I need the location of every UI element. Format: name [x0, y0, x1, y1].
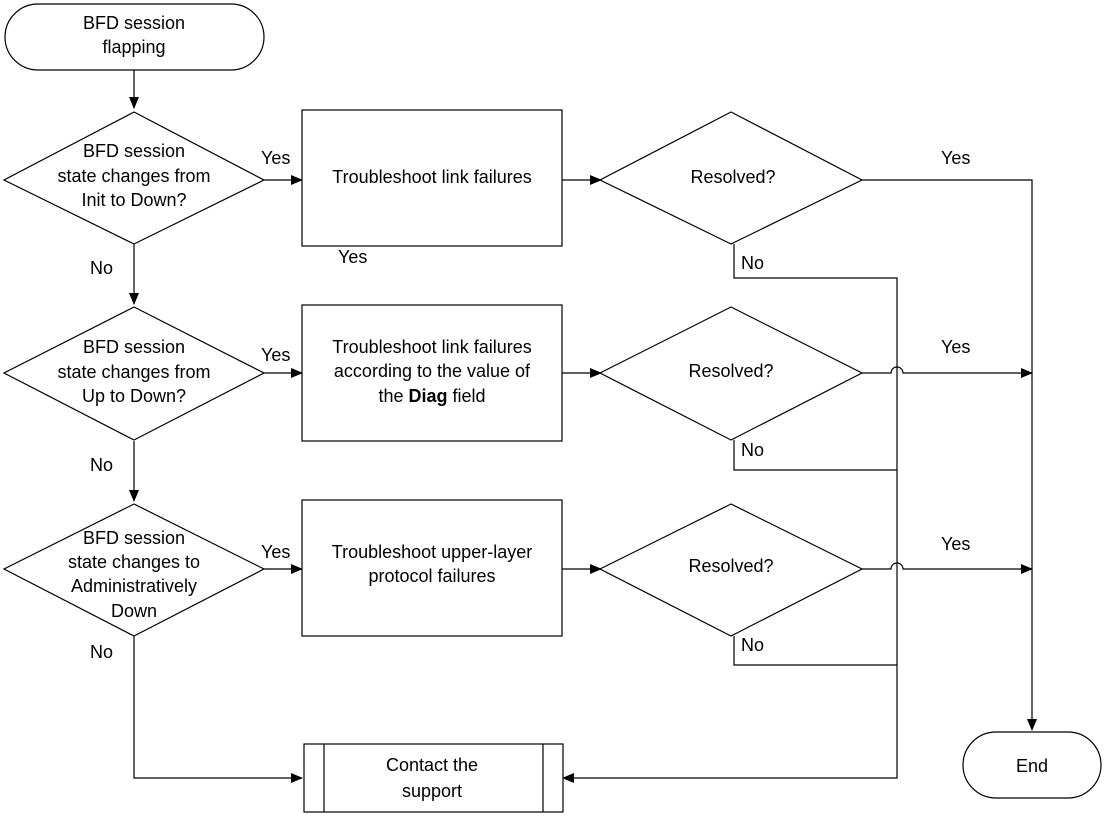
decision-resolved-3: Resolved?	[598, 503, 864, 637]
end-terminator: End	[962, 731, 1102, 799]
decision-label-line1: BFD session	[83, 528, 185, 548]
decision-label-line3: Administratively	[71, 576, 197, 596]
start-label-line2: flapping	[102, 37, 165, 57]
decision-label: Resolved?	[688, 361, 773, 381]
connector-r1-no	[562, 244, 898, 783]
process-link-failures: Troubleshoot link failures	[301, 109, 563, 247]
start-label-line1: BFD session	[83, 13, 185, 33]
process-diag-field: Troubleshoot link failures according to …	[301, 304, 563, 442]
decision-label-line3: Up to Down?	[82, 386, 186, 406]
decision-up-to-down: BFD session state changes from Up to Dow…	[2, 306, 266, 441]
decision-resolved-2: Resolved?	[598, 306, 864, 441]
process-label-line3-pre: the	[378, 386, 408, 406]
process-shape	[301, 109, 563, 247]
edge-label-yes: Yes	[261, 542, 290, 562]
edge-label-yes: Yes	[261, 148, 290, 168]
decision-label: Resolved?	[690, 167, 775, 187]
connector-r2-no	[733, 440, 897, 471]
edge-labels: Yes Yes No Yes No Yes No Yes No Yes No Y…	[90, 148, 970, 662]
end-shape	[962, 731, 1102, 799]
process-label-line2: according to the value of	[334, 361, 531, 381]
process-label-line3-post: field	[448, 386, 486, 406]
connector-d3-to-contact	[133, 636, 303, 783]
edge-label-yes: Yes	[941, 148, 970, 168]
decision-label-line2: state changes from	[57, 166, 210, 186]
process-shape	[303, 743, 564, 813]
process-shape	[301, 499, 563, 637]
connector-r3-no	[733, 636, 897, 666]
contact-label-line1: Contact the	[386, 755, 478, 775]
contact-label-line2: support	[402, 781, 462, 801]
connector-r3-yes	[862, 562, 1033, 574]
decision-admin-down: BFD session state changes to Administrat…	[2, 503, 266, 637]
decision-shape	[2, 306, 266, 441]
connector-r2-yes	[862, 366, 1033, 378]
edge-label-yes: Yes	[941, 337, 970, 357]
decision-label-line1: BFD session	[83, 337, 185, 357]
decision-shape	[2, 503, 266, 637]
connector-r1-to-end	[862, 179, 1037, 731]
start-terminator: BFD session flapping	[4, 3, 265, 71]
process-upper-layer: Troubleshoot upper-layer protocol failur…	[301, 499, 563, 637]
process-label-diag: Diag	[408, 386, 447, 406]
decision-shape	[2, 111, 266, 245]
edge-label-no: No	[90, 642, 113, 662]
decision-label-line4: Down	[111, 601, 157, 621]
decision-shape	[598, 503, 864, 637]
process-label-line1: Troubleshoot upper-layer	[332, 542, 532, 562]
edge-label-yes: Yes	[338, 247, 367, 267]
edge-label-no: No	[90, 258, 113, 278]
edge-label-no: No	[741, 635, 764, 655]
decision-label-line3: Init to Down?	[81, 190, 186, 210]
process-label-line1: Troubleshoot link failures	[332, 337, 531, 357]
contact-support-process: Contact the support	[303, 743, 564, 813]
decision-init-to-down: BFD session state changes from Init to D…	[2, 111, 266, 245]
decision-shape	[598, 306, 864, 441]
decision-label-line1: BFD session	[83, 141, 185, 161]
decision-label-line2: state changes to	[68, 552, 200, 572]
process-shape	[301, 304, 563, 442]
process-label-line1: Troubleshoot link failures	[332, 167, 531, 187]
start-shape	[4, 3, 265, 71]
edge-label-no: No	[741, 253, 764, 273]
process-label-line2: protocol failures	[368, 566, 495, 586]
decision-resolved-1: Resolved?	[598, 111, 864, 245]
edge-label-no: No	[741, 440, 764, 460]
decision-label: Resolved?	[688, 556, 773, 576]
decision-shape	[598, 111, 864, 245]
decision-label-line2: state changes from	[57, 362, 210, 382]
edge-label-yes: Yes	[261, 345, 290, 365]
connectors	[129, 70, 1037, 783]
process-label-line3: the Diag field	[378, 386, 485, 406]
edge-label-no: No	[90, 455, 113, 475]
edge-label-yes: Yes	[941, 534, 970, 554]
end-label: End	[1016, 756, 1048, 776]
